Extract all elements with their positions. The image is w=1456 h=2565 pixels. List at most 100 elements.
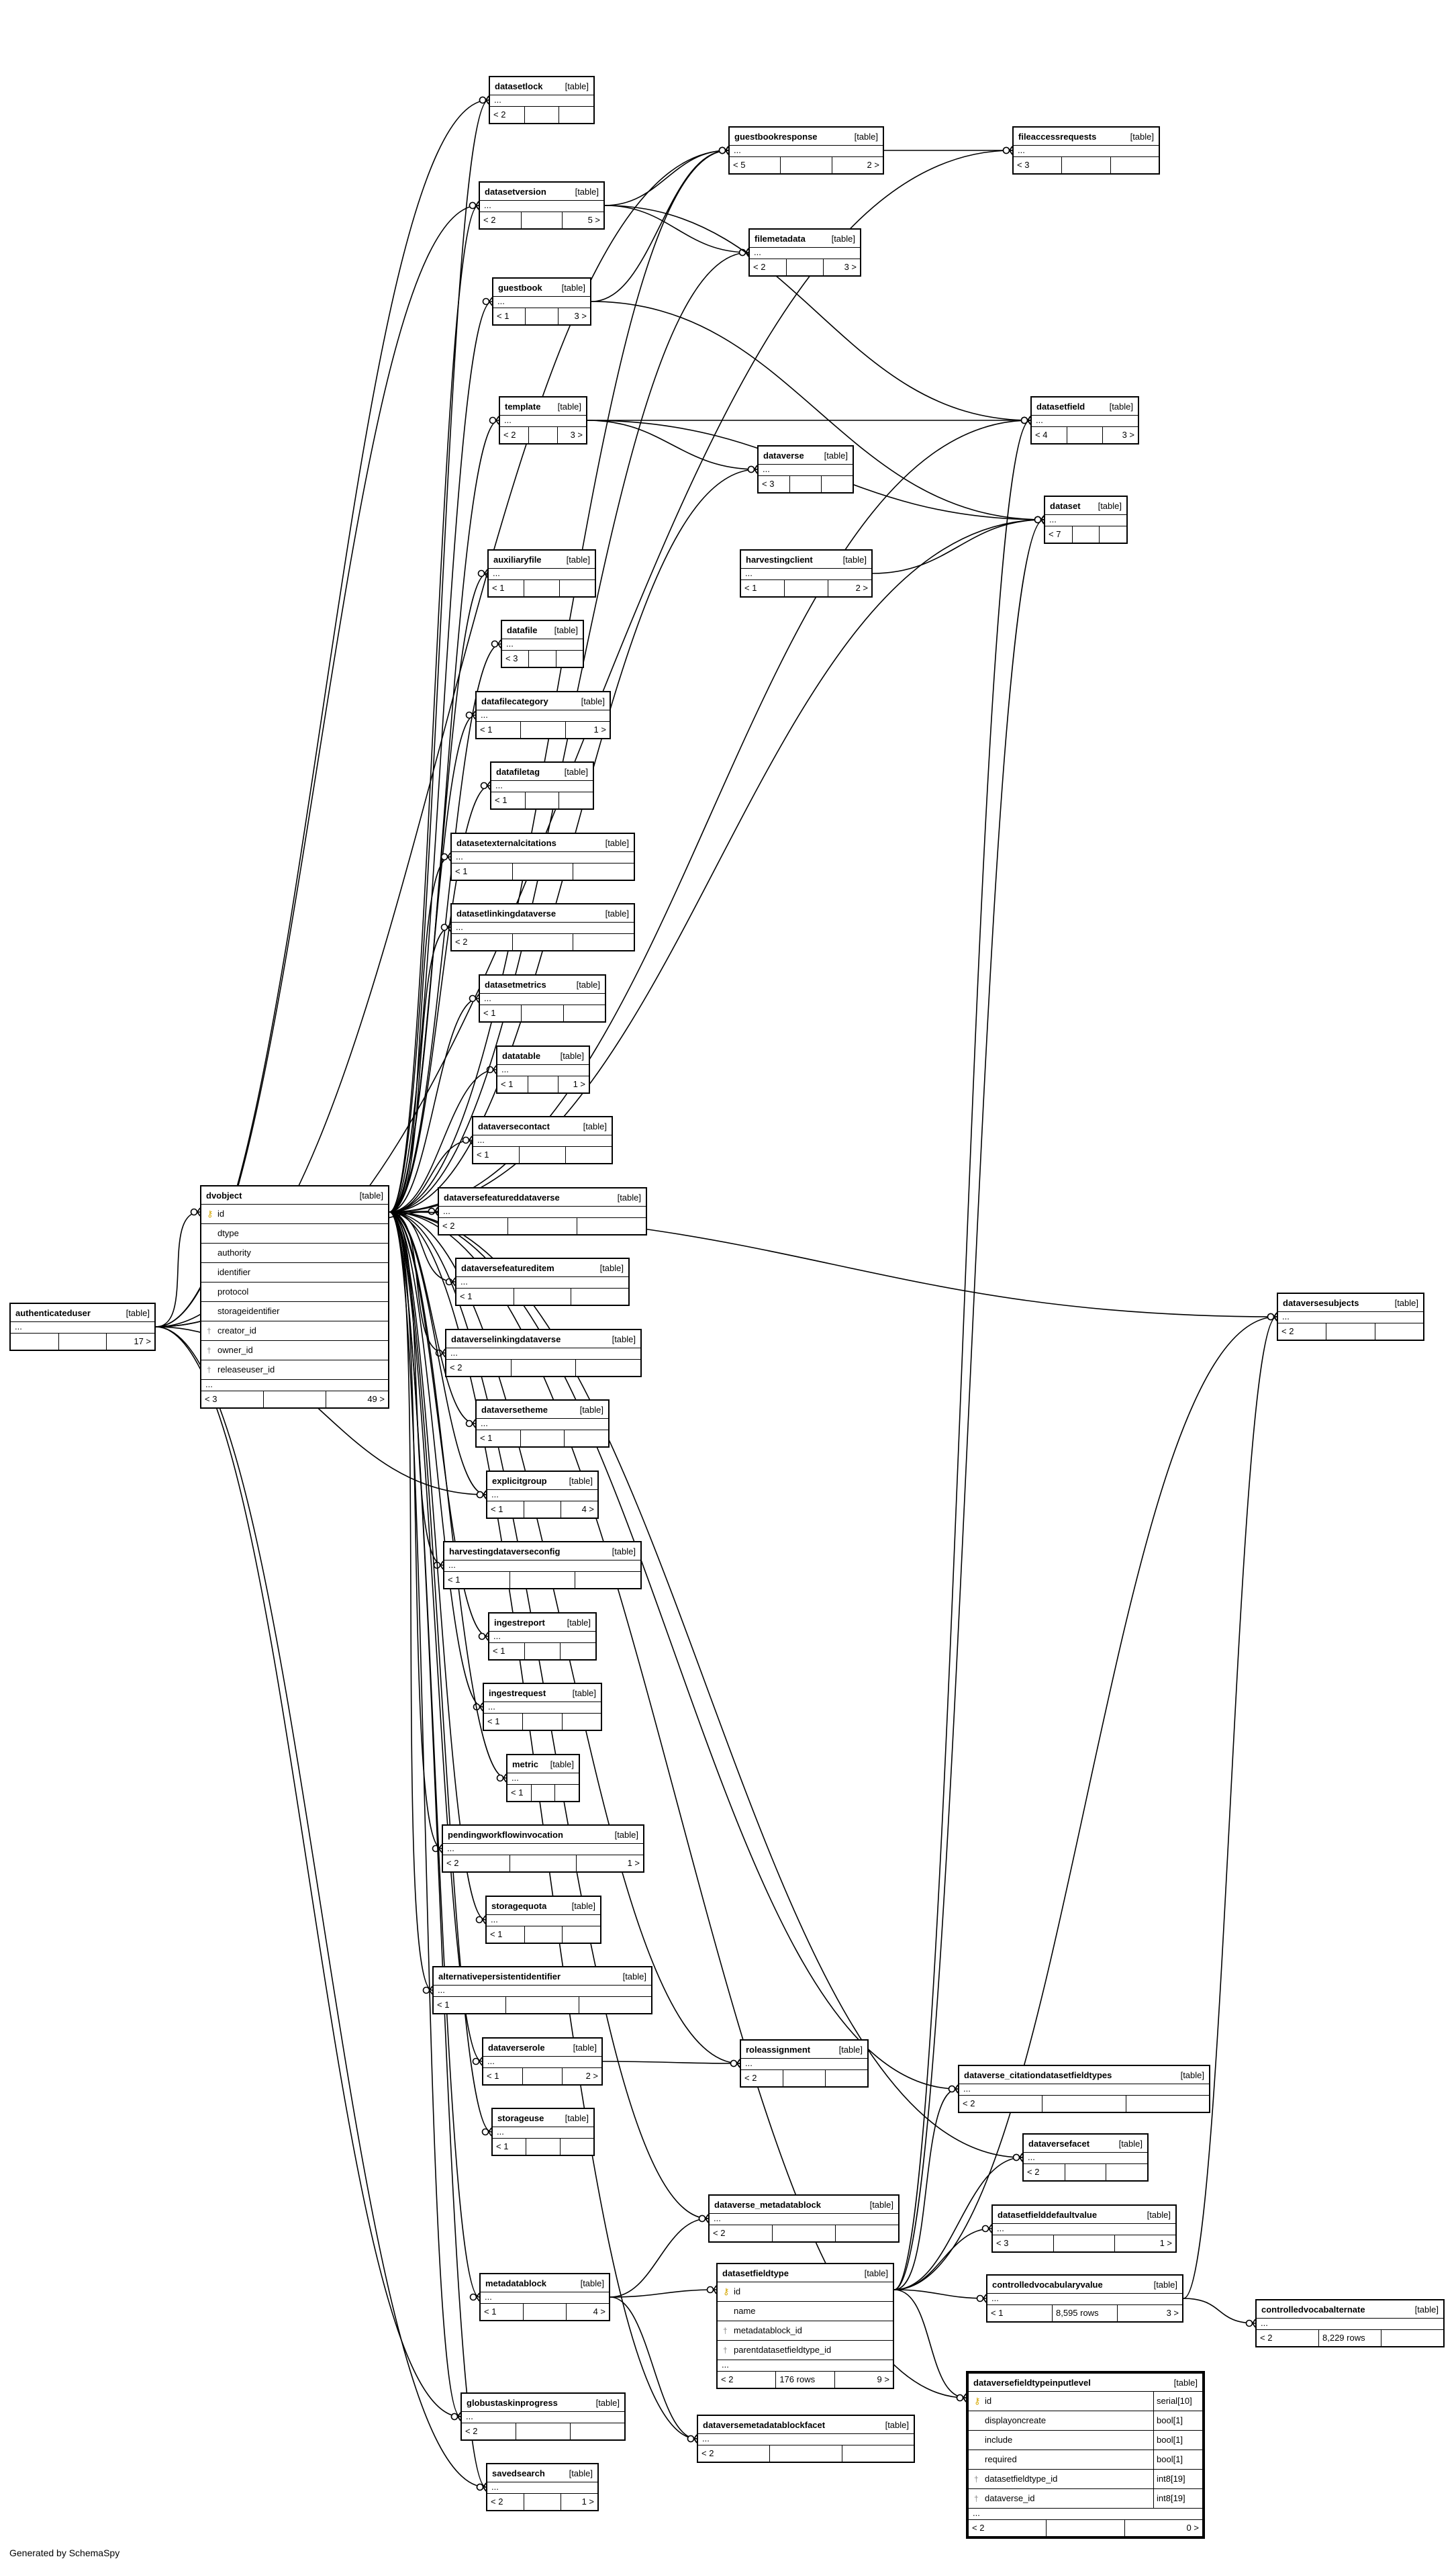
children-count[interactable]: 1 > — [576, 1855, 643, 1871]
parents-count[interactable]: < 5 — [733, 160, 746, 170]
children-count[interactable]: 1 > — [558, 1076, 589, 1092]
table-name[interactable]: guestbook — [498, 282, 542, 293]
table-name[interactable]: controlledvocabalternate — [1261, 2304, 1365, 2315]
children-count[interactable] — [825, 2070, 867, 2086]
table-roleassignment[interactable]: roleassignment[table]...< 2 — [740, 2039, 869, 2088]
table-name[interactable]: authenticateduser — [15, 1307, 91, 1318]
table-name[interactable]: explicitgroup — [492, 1475, 547, 1486]
parents-count[interactable]: < 2 — [465, 2426, 478, 2436]
parents-count[interactable]: < 2 — [491, 2497, 503, 2507]
children-count[interactable] — [1374, 1323, 1423, 1340]
parents-count[interactable]: < 1 — [497, 311, 509, 321]
parents-count[interactable]: < 3 — [762, 479, 775, 489]
table-dataversefacet[interactable]: dataversefacet[table]...< 2 — [1022, 2133, 1149, 2182]
table-auxiliaryfile[interactable]: auxiliaryfile[table]...< 1 — [487, 549, 596, 598]
children-count[interactable] — [1125, 2096, 1209, 2112]
parents-count[interactable]: < 1 — [496, 2141, 509, 2151]
table-harvestingdataverseconfig[interactable]: harvestingdataverseconfig[table]...< 1 — [443, 1541, 642, 1589]
table-name[interactable]: ingestrequest — [489, 1687, 546, 1698]
children-count[interactable] — [573, 864, 634, 880]
parents-count[interactable] — [11, 1334, 58, 1350]
children-count[interactable] — [571, 1289, 628, 1305]
table-column[interactable]: protocol — [201, 1282, 388, 1302]
children-count[interactable]: 5 > — [562, 212, 603, 228]
table-column[interactable]: authority — [201, 1244, 388, 1263]
table-metric[interactable]: metric[table]...< 1 — [506, 1754, 580, 1802]
table-name[interactable]: dataversetheme — [481, 1404, 548, 1415]
children-count[interactable]: 3 > — [1117, 2305, 1182, 2321]
table-dataverselinkingdataverse[interactable]: dataverselinkingdataverse[table]...< 2 — [445, 1329, 642, 1377]
table-datasetlinkingdataverse[interactable]: datasetlinkingdataverse[table]...< 2 — [450, 903, 635, 951]
table-storageuse[interactable]: storageuse[table]...< 1 — [491, 2108, 595, 2156]
table-datasetmetrics[interactable]: datasetmetrics[table]...< 1 — [479, 974, 606, 1023]
table-dataversefeatureddataverse[interactable]: dataversefeatureddataverse[table]...< 2 — [438, 1187, 647, 1235]
children-count[interactable] — [563, 1005, 605, 1021]
parents-count[interactable]: < 7 — [1049, 529, 1061, 539]
table-name[interactable]: dataverse — [763, 450, 804, 461]
table-dataversefeatureditem[interactable]: dataversefeatureditem[table]...< 1 — [455, 1258, 630, 1306]
table-name[interactable]: controlledvocabularyvalue — [992, 2279, 1103, 2290]
table-name[interactable]: auxiliaryfile — [493, 554, 542, 565]
parents-count[interactable]: < 1 — [480, 1433, 493, 1443]
table-name[interactable]: dataverse_metadatablock — [714, 2199, 821, 2210]
table-name[interactable]: dataversefeatureditem — [461, 1262, 554, 1273]
parents-count[interactable]: < 2 — [963, 2098, 975, 2108]
parents-count[interactable]: < 1 — [477, 1150, 489, 1160]
parents-count[interactable]: < 1 — [437, 2000, 450, 2010]
children-count[interactable]: 9 > — [834, 2372, 893, 2388]
parents-count[interactable]: < 1 — [744, 583, 757, 593]
children-count[interactable] — [1099, 526, 1126, 543]
table-dataverse_citationdatasetfieldtypes[interactable]: dataverse_citationdatasetfieldtypes[tabl… — [958, 2065, 1210, 2113]
parents-count[interactable]: < 2 — [972, 2523, 985, 2533]
table-name[interactable]: savedsearch — [492, 2468, 545, 2478]
table-name[interactable]: dataverselinkingdataverse — [451, 1334, 561, 1344]
table-name[interactable]: fileaccessrequests — [1018, 131, 1097, 142]
table-column[interactable]: ⚷id — [201, 1205, 388, 1224]
table-name[interactable]: dataverse_citationdatasetfieldtypes — [964, 2069, 1112, 2080]
parents-count[interactable]: < 2 — [442, 1221, 455, 1231]
children-count[interactable] — [821, 476, 853, 492]
table-column[interactable]: storageidentifier — [201, 1302, 388, 1321]
children-count[interactable] — [1106, 2164, 1147, 2180]
children-count[interactable] — [575, 1572, 640, 1588]
parents-count[interactable]: < 3 — [996, 2238, 1009, 2248]
children-count[interactable]: 3 > — [557, 427, 586, 443]
children-count[interactable] — [560, 1643, 595, 1659]
children-count[interactable]: 49 > — [326, 1391, 388, 1407]
parents-count[interactable]: < 2 — [701, 2448, 714, 2458]
table-name[interactable]: globustaskinprogress — [467, 2397, 558, 2408]
parents-count[interactable]: < 4 — [1035, 430, 1048, 440]
table-dataset[interactable]: dataset[table]...< 7 — [1044, 496, 1128, 544]
parents-count[interactable]: < 1 — [492, 583, 505, 593]
parents-count[interactable]: < 2 — [493, 109, 506, 120]
children-count[interactable] — [565, 1147, 612, 1163]
table-name[interactable]: datafiletag — [496, 766, 540, 777]
children-count[interactable]: 4 > — [561, 1501, 597, 1518]
children-count[interactable]: 1 > — [565, 722, 610, 738]
parents-count[interactable]: < 1 — [483, 1008, 496, 1018]
table-column[interactable]: id⚷serial[10] — [969, 2392, 1202, 2411]
children-count[interactable] — [1381, 2330, 1443, 2346]
parents-count[interactable]: < 3 — [205, 1394, 217, 1404]
children-count[interactable]: 3 > — [557, 308, 590, 324]
parents-count[interactable]: < 2 — [721, 2374, 734, 2384]
parents-count[interactable]: < 1 — [480, 725, 493, 735]
parents-count[interactable]: < 1 — [448, 1575, 460, 1585]
children-count[interactable] — [562, 1926, 600, 1943]
table-ingestrequest[interactable]: ingestrequest[table]...< 1 — [483, 1683, 602, 1731]
children-count[interactable] — [1110, 157, 1159, 173]
parents-count[interactable]: < 1 — [493, 1646, 505, 1656]
parents-count[interactable]: < 2 — [446, 1858, 459, 1868]
parents-count[interactable]: < 3 — [1017, 160, 1030, 170]
children-count[interactable] — [561, 1714, 601, 1730]
children-count[interactable] — [559, 580, 595, 596]
parents-count[interactable]: < 1 — [495, 795, 507, 805]
table-name[interactable]: roleassignment — [746, 2044, 811, 2055]
